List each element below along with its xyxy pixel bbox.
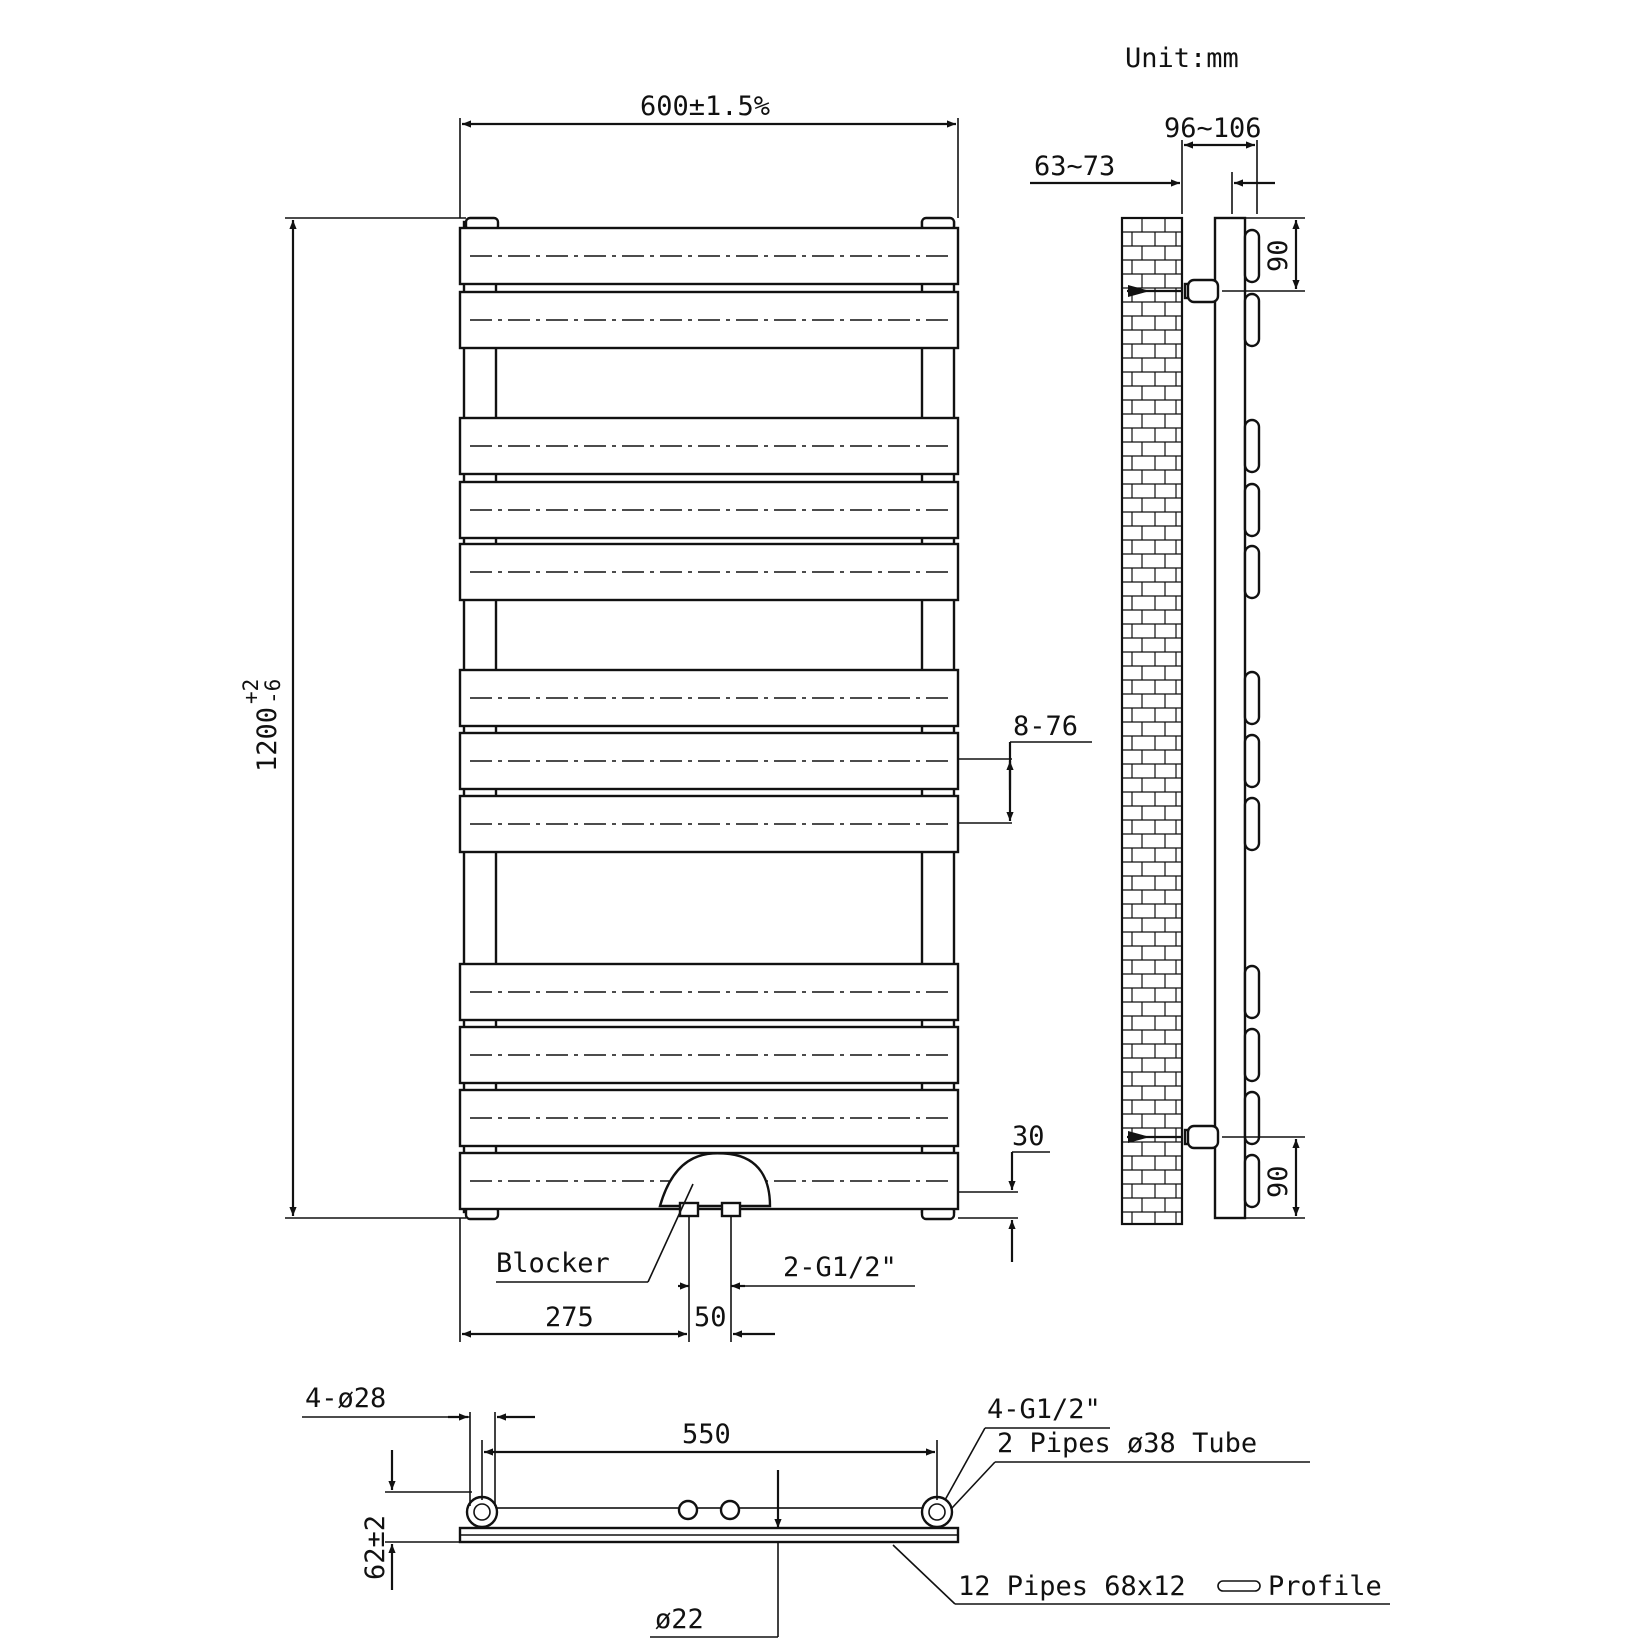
side-rail-profile bbox=[1243, 1153, 1261, 1209]
bottom-bracket-dimension: 90 bbox=[1263, 1165, 1294, 1198]
right-post-section bbox=[920, 1495, 954, 1529]
blocker-cover bbox=[658, 1152, 772, 1208]
side-rail-profile bbox=[1243, 796, 1261, 852]
valve-right bbox=[719, 1499, 741, 1521]
profile-label-suffix: Profile bbox=[1268, 1571, 1382, 1602]
side-rail-profile bbox=[1243, 733, 1261, 789]
side-post bbox=[1213, 216, 1247, 1220]
top-view: 4-ø28 550 4-G1/2" 2 Pipes ø38 Tube 62±2 … bbox=[302, 1383, 1390, 1638]
height-tolerance-minus: -6 bbox=[261, 679, 285, 704]
side-rail-profile bbox=[1243, 670, 1261, 726]
wall-distance-dimension: 63~73 bbox=[1034, 151, 1115, 182]
depth-range-dimension: 96~106 bbox=[1164, 113, 1262, 144]
side-rail-profile bbox=[1243, 418, 1261, 474]
pipes-label: 2 Pipes ø38 Tube bbox=[997, 1428, 1257, 1459]
side-rail-profile bbox=[1243, 964, 1261, 1020]
front-view: 600±1.5% 1200 +2 -6 8-76 30 Blocker bbox=[239, 91, 1092, 1342]
bottom-bracket bbox=[1127, 1124, 1220, 1150]
unit-label: Unit:mm bbox=[1125, 43, 1239, 74]
height-dimension: 1200 bbox=[252, 707, 283, 772]
side-rail-profiles bbox=[1243, 228, 1261, 1209]
valve-diameter-label: ø22 bbox=[655, 1604, 704, 1635]
side-rail-profile bbox=[1243, 228, 1261, 284]
post-diameter-label: 4-ø28 bbox=[305, 1383, 386, 1414]
connections-label: 4-G1/2" bbox=[987, 1394, 1101, 1425]
inlet-spacing-dimension: 50 bbox=[694, 1302, 727, 1333]
top-bracket bbox=[1127, 278, 1220, 304]
profile-label: 12 Pipes 68x12 bbox=[958, 1571, 1186, 1602]
brick-pattern bbox=[1122, 217, 1182, 1224]
centers-dimension: 550 bbox=[682, 1419, 731, 1450]
flat-rail bbox=[458, 668, 960, 728]
height-tolerance-plus: +2 bbox=[239, 679, 263, 704]
left-offset-dimension: 275 bbox=[545, 1302, 594, 1333]
blocker-label: Blocker bbox=[496, 1248, 610, 1279]
side-rail-profile bbox=[1243, 482, 1261, 538]
side-rail-profile bbox=[1243, 1090, 1261, 1146]
side-rail-profile bbox=[1243, 544, 1261, 600]
rail-pitch-dimension: 8-76 bbox=[1013, 711, 1078, 742]
inlet-right bbox=[720, 1201, 742, 1218]
left-post-section bbox=[465, 1495, 499, 1529]
flat-rail bbox=[458, 226, 960, 286]
inlet-label: 2-G1/2" bbox=[783, 1252, 897, 1283]
side-rail-profile bbox=[1243, 1027, 1261, 1083]
side-view: 96~106 63~73 90 90 bbox=[1030, 113, 1305, 1226]
brick-wall bbox=[1120, 216, 1184, 1226]
bottom-offset-dimension: 30 bbox=[1012, 1121, 1045, 1152]
side-rail-profile bbox=[1243, 292, 1261, 348]
top-bracket-dimension: 90 bbox=[1263, 239, 1294, 272]
top-view-rail-inner bbox=[481, 1507, 939, 1529]
flat-rails bbox=[458, 226, 960, 1211]
depth-dimension: 62±2 bbox=[360, 1515, 391, 1580]
valve-left bbox=[677, 1499, 699, 1521]
profile-symbol bbox=[1217, 1580, 1261, 1592]
width-dimension: 600±1.5% bbox=[640, 91, 770, 122]
